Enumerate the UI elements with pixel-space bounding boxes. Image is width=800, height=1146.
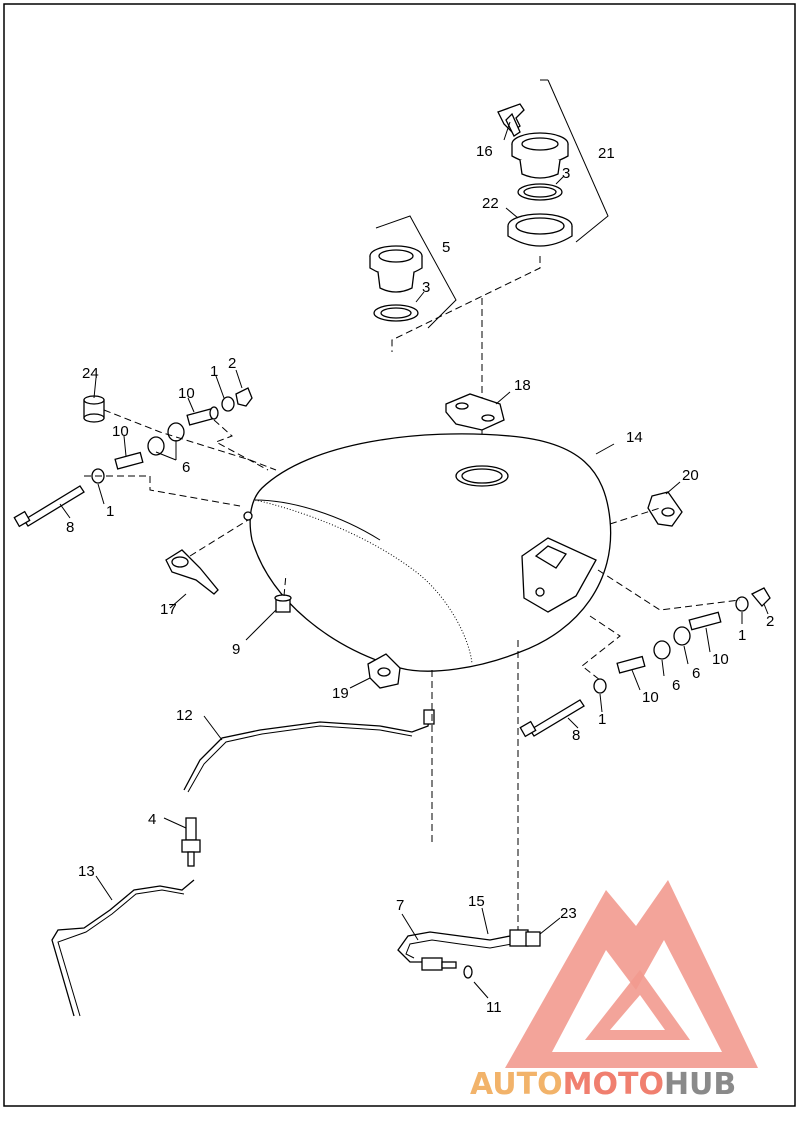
bracket-part (165, 549, 219, 595)
callout-12: 12 (176, 707, 193, 724)
callout-3: 3 (562, 165, 570, 182)
fuel-cap-part (369, 245, 423, 293)
fuel-line-part (397, 929, 541, 963)
left-mount-hardware (13, 387, 253, 528)
callout-6: 6 (692, 665, 700, 682)
callout-5: 5 (442, 239, 450, 256)
non-vented-cap-assembly (369, 215, 457, 329)
callout-14: 14 (626, 429, 643, 446)
watermark-moto: MOTO (563, 1067, 664, 1102)
callout-9: 9 (232, 641, 240, 658)
watermark-logo (505, 880, 758, 1068)
fitting-part (421, 957, 473, 979)
watermark-auto: AUTO (470, 1067, 563, 1102)
vent-hose-12 (183, 709, 435, 793)
vent-hose-13 (51, 879, 195, 1017)
callout-17: 17 (160, 601, 177, 618)
callout-20: 20 (682, 467, 699, 484)
spacer-part (83, 395, 105, 423)
filler-ring-part (507, 213, 573, 247)
fuel-tank-part (243, 433, 612, 672)
callout-18: 18 (514, 377, 531, 394)
callout-7: 7 (396, 897, 404, 914)
callout-10: 10 (712, 651, 729, 668)
watermark-text: AUTOMOTOHUB (470, 1067, 736, 1102)
gasket-part (373, 304, 419, 322)
callout-10: 10 (178, 385, 195, 402)
callout-4: 4 (148, 811, 156, 828)
right-mount-hardware (519, 587, 771, 738)
mounting-bracket-part (445, 393, 505, 431)
callout-6: 6 (672, 677, 680, 694)
leader-lines (59, 121, 769, 999)
callout-19: 19 (332, 685, 349, 702)
vented-cap-assembly (497, 79, 609, 247)
callout-21: 21 (598, 145, 615, 162)
callout-15: 15 (468, 893, 485, 910)
callout-labels: 16 21 3 22 5 3 24 2 1 10 10 6 1 8 18 14 … (66, 143, 774, 1016)
diagram-frame (3, 3, 796, 1107)
callout-10: 10 (112, 423, 129, 440)
gasket-part (517, 183, 563, 201)
callout-3: 3 (422, 279, 430, 296)
callout-22: 22 (482, 195, 499, 212)
callout-1: 1 (598, 711, 606, 728)
callout-11: 11 (486, 999, 502, 1016)
clip-part (647, 491, 683, 527)
grommet-part (274, 594, 292, 613)
callout-1: 1 (738, 627, 746, 644)
callout-10: 10 (642, 689, 659, 706)
callout-2: 2 (228, 355, 236, 372)
callout-24: 24 (82, 365, 99, 382)
callout-16: 16 (476, 143, 493, 160)
callout-8: 8 (572, 727, 580, 744)
watermark-hub: HUB (664, 1067, 736, 1102)
fuel-cap-part (511, 132, 569, 179)
callout-2: 2 (766, 613, 774, 630)
callout-13: 13 (78, 863, 95, 880)
callout-1: 1 (106, 503, 114, 520)
callout-1: 1 (210, 363, 218, 380)
key-part (497, 103, 525, 137)
callout-8: 8 (66, 519, 74, 536)
callout-6: 6 (182, 459, 190, 476)
valve-part (181, 817, 201, 867)
callout-23: 23 (560, 905, 577, 922)
